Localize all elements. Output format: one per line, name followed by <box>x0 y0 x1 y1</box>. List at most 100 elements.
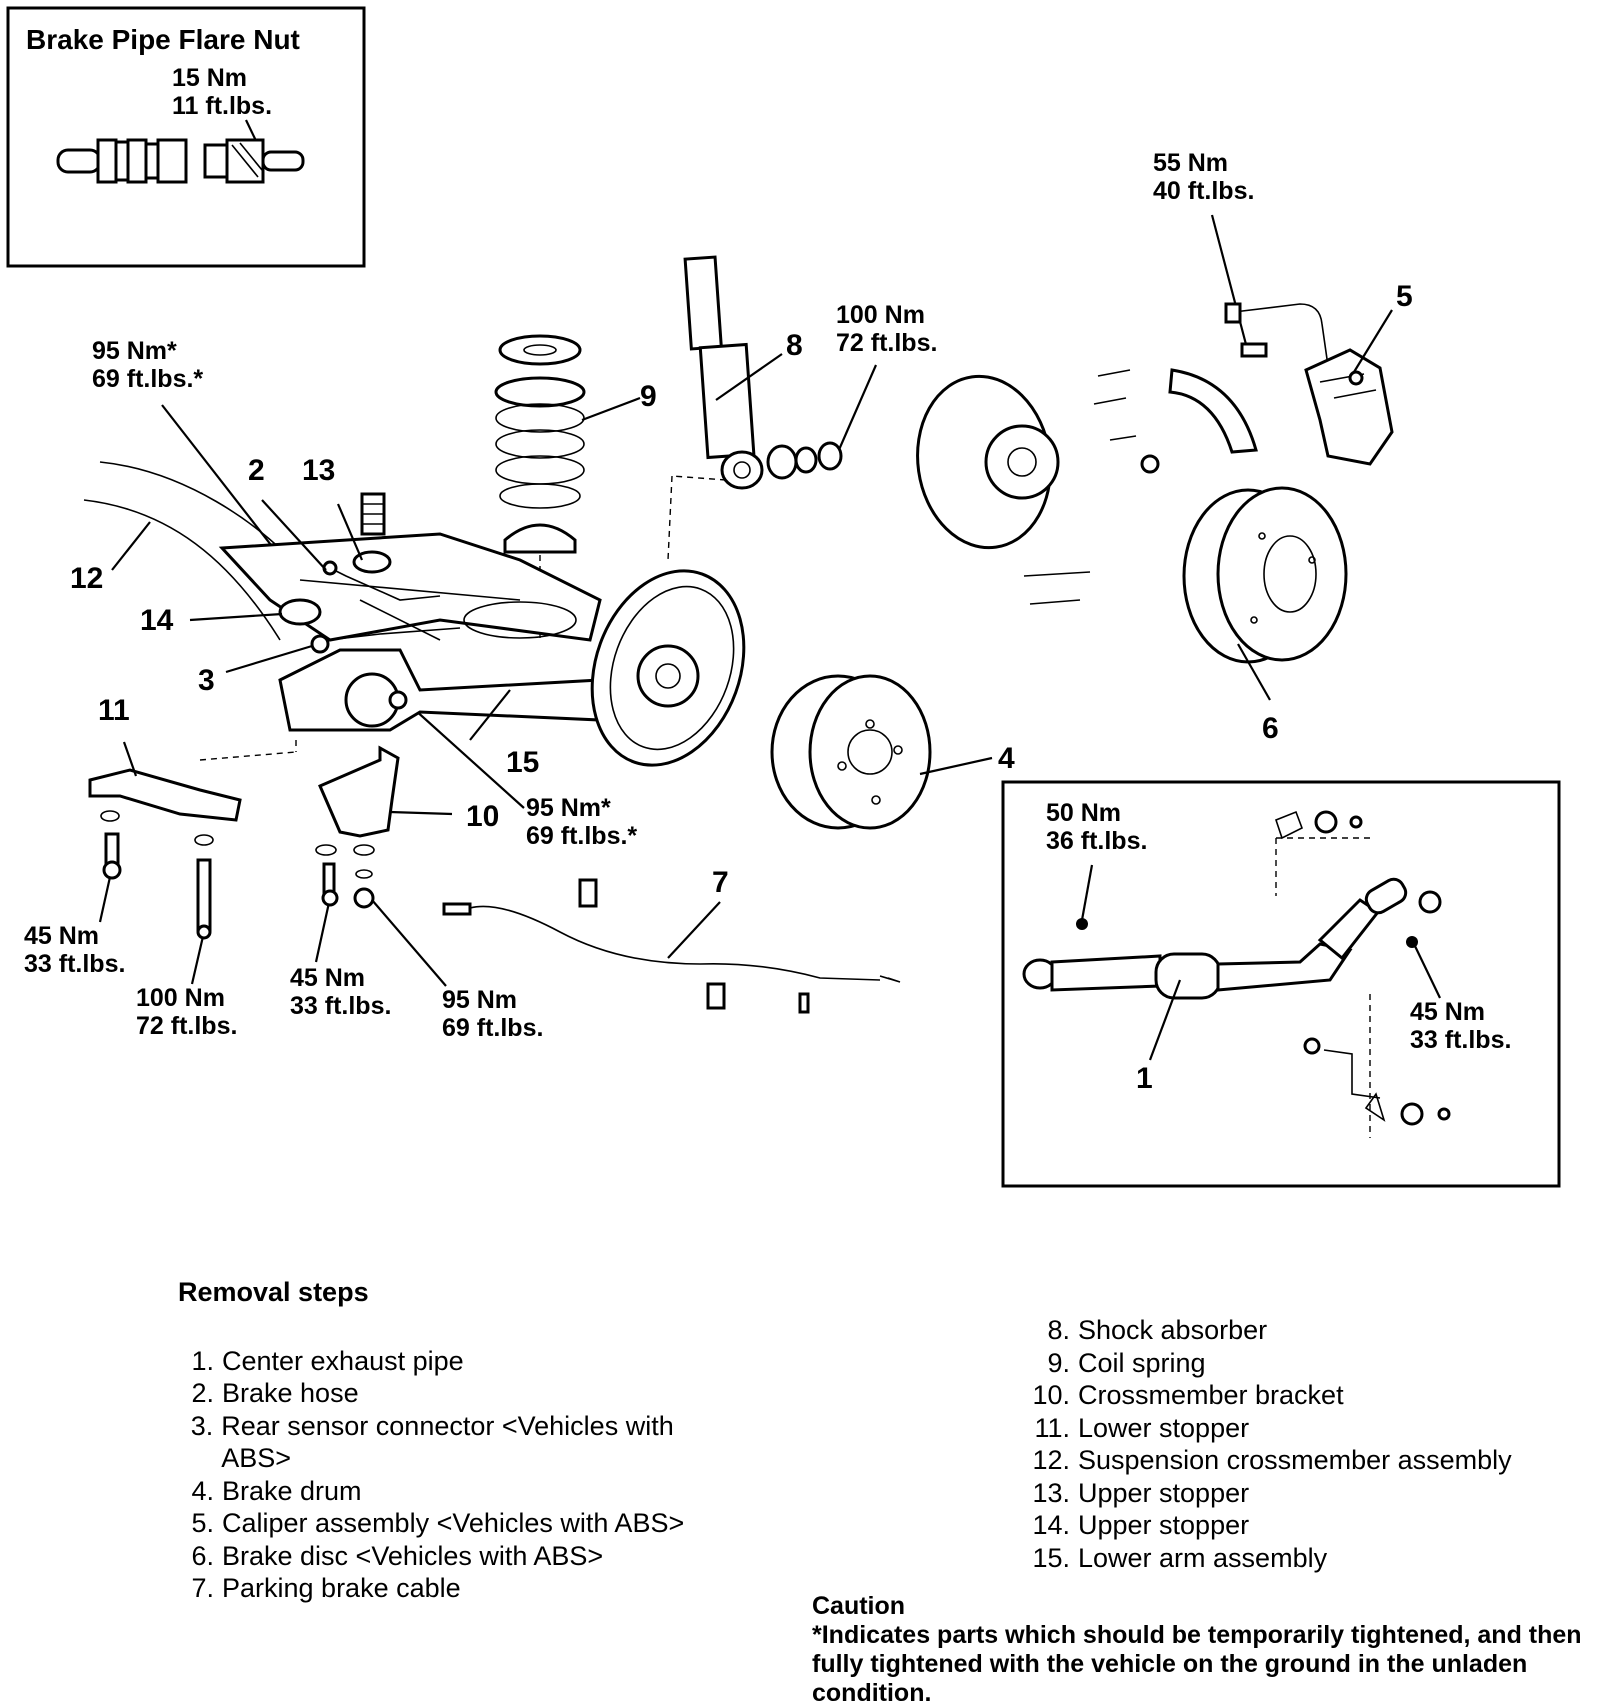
removal-step-number: 5. <box>191 1508 214 1538</box>
part-number-13: 13 <box>302 454 335 487</box>
removal-step-text: Center exhaust pipe <box>222 1345 464 1376</box>
upper-stopper-13 <box>352 492 392 574</box>
part-number-7: 7 <box>712 866 729 899</box>
part-number-14: 14 <box>140 604 174 637</box>
torque-callout-45nm-a: 45 Nm 33 ft.lbs. <box>24 867 125 978</box>
torque-95-left-nm: 95 Nm* <box>92 337 177 365</box>
part-number-1: 1 <box>1136 1062 1153 1095</box>
removal-step-item: 6. Brake disc <Vehicles with ABS> <box>178 1540 738 1573</box>
removal-step-number: 11. <box>1034 1412 1070 1443</box>
part-number-11: 11 <box>98 694 130 727</box>
torque-callout-95nm-bot: 95 Nm 69 ft.lbs. <box>371 899 543 1042</box>
caliper-assembly <box>1224 302 1394 466</box>
torque-95-bot-nm: 95 Nm <box>442 986 517 1014</box>
part-number-5: 5 <box>1396 280 1413 313</box>
torque-45c-nm: 45 Nm <box>1410 998 1485 1026</box>
upper-stopper-14 <box>278 598 322 626</box>
coil-spring <box>494 334 586 640</box>
flare-nut <box>203 138 305 184</box>
removal-step-number: 4. <box>191 1475 214 1506</box>
torque-95-mid-ftlbs: 69 ft.lbs.* <box>526 822 637 850</box>
removal-step-number: 13. <box>1032 1477 1070 1508</box>
part-number-2: 2 <box>248 454 265 487</box>
removal-step-item: 14. Upper stopper <box>1010 1509 1600 1542</box>
removal-steps-right: 8. Shock absorber 9. Coil spring 10. Crossmem… <box>1010 1314 1600 1574</box>
torque-callout-55nm: 55 Nm 40 ft.lbs. <box>1153 149 1254 353</box>
removal-step-text: Caliper assembly <Vehicles with ABS> <box>222 1508 685 1538</box>
brake-hose <box>322 560 441 601</box>
removal-step-item: 4.Brake drum <box>178 1475 738 1508</box>
torque-55-nm: 55 Nm <box>1153 149 1228 177</box>
part-number-8: 8 <box>786 329 803 362</box>
part-number-6: 6 <box>1262 712 1279 745</box>
removal-steps-left: Removal steps 1. Center exhaust pipe 2. Bra… <box>178 1276 738 1605</box>
removal-step-text: Suspension crossmember assembly <box>1078 1445 1512 1475</box>
torque-100-bot-nm: 100 Nm <box>136 984 225 1012</box>
parking-brake-cable <box>442 878 901 1014</box>
flare-nut-torque-ftlbs: 11 ft.lbs. <box>172 92 272 120</box>
removal-step-item: 10. Crossmember bracket <box>1010 1379 1600 1412</box>
torque-45a-ftlbs: 33 ft.lbs. <box>24 950 125 978</box>
torque-100-top-ftlbs: 72 ft.lbs. <box>836 329 937 357</box>
torque-callout-95nm-mid: 95 Nm* 69 ft.lbs.* <box>403 699 637 850</box>
brake-disc <box>1182 486 1348 664</box>
torque-45c-ftlbs: 33 ft.lbs. <box>1410 1026 1511 1054</box>
removal-step-text: Rear sensor connector <Vehicles with ABS… <box>221 1410 674 1474</box>
torque-95-mid-nm: 95 Nm* <box>526 794 611 822</box>
removal-step-text: Crossmember bracket <box>1078 1380 1344 1410</box>
flare-nut-torque-nm: 15 Nm <box>172 64 247 92</box>
removal-step-number: 2. <box>191 1378 214 1408</box>
lower-stopper <box>88 768 242 940</box>
flare-nut-inset: Brake Pipe Flare Nut 15 Nm 11 ft.lbs. <box>6 6 366 268</box>
caution-heading: Caution <box>812 1592 906 1620</box>
removal-step-text: Brake hose <box>222 1378 359 1408</box>
removal-steps-list-right: 8. Shock absorber 9. Coil spring 10. Crossmem… <box>1010 1314 1600 1574</box>
removal-step-text: Brake disc <Vehicles with ABS> <box>222 1540 604 1571</box>
removal-step-number: 1. <box>191 1345 214 1376</box>
torque-50-ftlbs: 36 ft.lbs. <box>1046 827 1147 855</box>
parking-brake-shoes <box>1023 368 1258 605</box>
removal-step-number: 10. <box>1032 1380 1070 1410</box>
removal-step-item: 1. Center exhaust pipe <box>178 1345 738 1378</box>
removal-step-number: 14. <box>1032 1510 1070 1540</box>
removal-step-text: Upper stopper <box>1078 1477 1250 1508</box>
lower-arm-assembly <box>199 648 602 761</box>
drum-brake-backing-plate <box>590 569 746 767</box>
removal-step-number: 9. <box>1047 1347 1070 1378</box>
torque-55-ftlbs: 40 ft.lbs. <box>1153 177 1254 205</box>
torque-callout-95nm-left: 95 Nm* 69 ft.lbs.* <box>92 337 293 573</box>
exhaust-inset: 50 Nm 36 ft.lbs. 45 Nm 33 ft.lbs. <box>1001 780 1561 1188</box>
removal-step-text: Upper stopper <box>1078 1510 1250 1540</box>
removal-step-text: Coil spring <box>1078 1347 1206 1378</box>
removal-step-number: 15. <box>1032 1542 1070 1573</box>
removal-step-number: 6. <box>191 1540 214 1571</box>
removal-step-number: 8. <box>1047 1315 1070 1345</box>
removal-steps-heading: Removal steps <box>178 1277 369 1307</box>
torque-50-nm: 50 Nm <box>1046 799 1121 827</box>
removal-step-item: 3.Rear sensor connector <Vehicles with A… <box>178 1410 738 1475</box>
disc-brake-backing-plate <box>916 374 1060 550</box>
torque-45b-nm: 45 Nm <box>290 964 365 992</box>
removal-step-item: 5. Caliper assembly <Vehicles with ABS> <box>178 1507 738 1540</box>
removal-step-number: 3. <box>190 1410 214 1441</box>
crossmember-bracket <box>315 745 400 909</box>
part-number-15: 15 <box>506 746 539 779</box>
torque-callout-45nm-b: 45 Nm 33 ft.lbs. <box>290 897 391 1020</box>
part-number-3: 3 <box>198 664 215 697</box>
removal-step-item: 2. Brake hose <box>178 1377 738 1410</box>
removal-step-number: 12. <box>1032 1445 1070 1475</box>
torque-45b-ftlbs: 33 ft.lbs. <box>290 992 391 1020</box>
removal-step-item: 15.Lower arm assembly <box>1010 1542 1600 1575</box>
brake-drum <box>770 674 932 830</box>
removal-step-number: 7. <box>191 1573 214 1603</box>
removal-step-item: 7. Parking brake cable <box>178 1572 738 1605</box>
removal-step-text: Shock absorber <box>1078 1315 1268 1345</box>
flare-nut-title: Brake Pipe Flare Nut <box>26 24 300 55</box>
center-exhaust-pipe <box>1022 810 1451 1138</box>
torque-callout-100nm-bot: 100 Nm 72 ft.lbs. <box>136 931 237 1040</box>
removal-step-text: Parking brake cable <box>222 1573 461 1603</box>
torque-100-top-nm: 100 Nm <box>836 301 925 329</box>
torque-45a-nm: 45 Nm <box>24 922 99 950</box>
part-number-9: 9 <box>640 380 657 413</box>
